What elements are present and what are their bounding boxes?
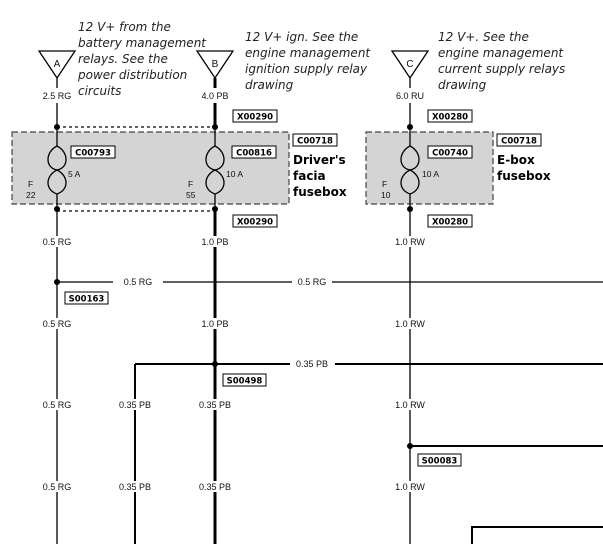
- wire-label-c-supply: 6.0 RU: [396, 91, 424, 101]
- terminal-c-letter: C: [406, 59, 413, 70]
- fuse-f55-code: C00816: [236, 149, 272, 159]
- wire-label-b-4: 0.35 PB: [199, 482, 231, 492]
- pin: [212, 124, 218, 130]
- wire-label-branch-2: 0.35 PB: [119, 482, 151, 492]
- splice-s00498-box: [222, 373, 267, 387]
- splice-s00163-box: [64, 291, 109, 305]
- wire-label-a-1: 0.5 RG: [43, 237, 72, 247]
- splice-s00083-box: [417, 453, 462, 467]
- fuse-f10-symbol: [400, 130, 420, 206]
- note-c-line-2: engine management: [438, 46, 564, 60]
- connector-top-right-box: [427, 109, 473, 123]
- e-box-fusebox: [365, 131, 494, 205]
- note-b-line-4: drawing: [245, 78, 294, 92]
- note-c-line-1: 12 V+. See the: [438, 30, 529, 44]
- connector-bottom-left: X00290: [237, 218, 273, 228]
- fusebox-left-code-box: [292, 133, 338, 147]
- fuse-f55-code-box: [231, 145, 277, 159]
- fuse-f10-number: 10: [381, 190, 391, 200]
- wire-label-c-2: 1.0 RW: [395, 319, 425, 329]
- note-a-line-4: power distribution: [77, 68, 187, 82]
- fuse-f55-rating: 10 A: [226, 169, 243, 179]
- note-b-line-2: engine management: [245, 46, 371, 60]
- wire-label-a-4: 0.5 RG: [43, 482, 72, 492]
- splice-s00083-label: S00083: [422, 457, 458, 467]
- fusebox-left-name-1: Driver's: [293, 153, 346, 167]
- fusebox-left-code: C00718: [297, 137, 333, 147]
- wire-label-b-2: 1.0 PB: [201, 319, 228, 329]
- fuse-f10-code: C00740: [432, 149, 468, 159]
- splice-s00498-dot: [212, 361, 218, 367]
- wire-label-pb035-h: 0.35 PB: [296, 359, 328, 369]
- fuse-f55-letter: F: [188, 179, 193, 189]
- drivers-facia-fusebox: [11, 131, 290, 205]
- fuse-f22-number: 22: [26, 190, 36, 200]
- wire-label-b-supply: 4.0 PB: [201, 91, 228, 101]
- wire-label-c-4: 1.0 RW: [395, 482, 425, 492]
- connector-bottom-right: X00280: [432, 218, 468, 228]
- wire-label-b-3: 0.35 PB: [199, 400, 231, 410]
- wire-label-branch-1: 0.35 PB: [119, 400, 151, 410]
- wire-label-a-supply: 2.5 RG: [43, 91, 72, 101]
- terminal-a-letter: A: [54, 59, 61, 70]
- fuse-f22-rating: 5 A: [68, 169, 81, 179]
- fuse-f22-symbol: [47, 130, 67, 206]
- fusebox-left-name-3: fusebox: [293, 185, 347, 199]
- fuse-f22-code-box: [70, 145, 116, 159]
- splice-s00498-label: S00498: [227, 377, 263, 387]
- connector-bottom-left-box: [232, 214, 278, 228]
- splice-s00163-label: S00163: [69, 295, 105, 305]
- pin: [407, 124, 413, 130]
- wire-label-rg-h2: 0.5 RG: [298, 277, 327, 287]
- supply-note-c: 12 V+. See the engine management current…: [438, 30, 565, 92]
- wire-pb-035-branch: [134, 363, 603, 544]
- fuse-f55-symbol: [205, 130, 225, 206]
- connector-top-right: X00280: [432, 113, 468, 123]
- wire-label-a-2: 0.5 RG: [43, 319, 72, 329]
- supply-note-a: 12 V+ from the battery management relays…: [77, 20, 207, 98]
- component-partial-outline: [471, 526, 603, 544]
- note-a-line-2: battery management: [78, 36, 207, 50]
- connector-bottom-right-box: [427, 214, 473, 228]
- connector-top-left: X00290: [237, 113, 273, 123]
- terminal-b-letter: B: [212, 59, 219, 70]
- note-a-line-3: relays. See the: [78, 52, 168, 66]
- splice-s00083-dot: [407, 443, 413, 449]
- note-a-line-1: 12 V+ from the: [78, 20, 171, 34]
- fuse-f10-code-box: [427, 145, 473, 159]
- fusebox-left-name-2: facia: [293, 169, 326, 183]
- splice-s00163-dot: [54, 279, 60, 285]
- connector-top-left-box: [232, 109, 278, 123]
- fuse-f55-number: 55: [186, 190, 196, 200]
- note-b-line-3: ignition supply relay: [245, 62, 368, 76]
- note-c-line-3: current supply relays: [438, 62, 565, 76]
- fusebox-right-name-1: E-box: [497, 153, 535, 167]
- note-b-line-1: 12 V+ ign. See the: [245, 30, 358, 44]
- note-c-line-4: drawing: [438, 78, 487, 92]
- wire-label-b-1: 1.0 PB: [201, 237, 228, 247]
- fuse-f10-rating: 10 A: [422, 169, 439, 179]
- wire-label-rg-h1: 0.5 RG: [124, 277, 153, 287]
- terminal-a-triangle: [37, 50, 77, 80]
- supply-note-b: 12 V+ ign. See the engine management ign…: [245, 30, 371, 92]
- pin: [54, 124, 60, 130]
- fuse-f22-code: C00793: [75, 149, 111, 159]
- fusebox-right-code: C00718: [501, 137, 537, 147]
- note-a-line-5: circuits: [78, 84, 121, 98]
- fusebox-right-name-2: fusebox: [497, 169, 551, 183]
- wire-label-a-3: 0.5 RG: [43, 400, 72, 410]
- terminal-c-triangle: [390, 50, 430, 80]
- fusebox-right-code-box: [496, 133, 542, 147]
- fuse-f10-letter: F: [382, 179, 387, 189]
- wire-label-c-3: 1.0 RW: [395, 400, 425, 410]
- wire-label-c-1: 1.0 RW: [395, 237, 425, 247]
- terminal-b-triangle: [195, 50, 235, 80]
- fuse-f22-letter: F: [28, 179, 33, 189]
